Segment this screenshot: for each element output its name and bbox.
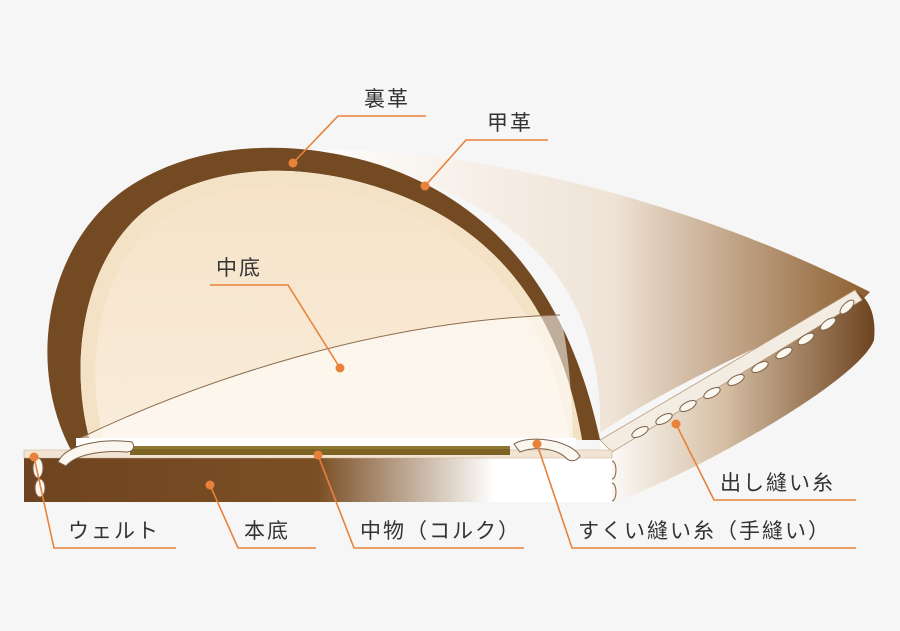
label-insole: 中底 [216,256,262,280]
leader-insole [210,284,345,373]
label-welt-stitch: 出し縫い糸 [720,471,835,495]
label-outsole: 本底 [244,519,290,543]
upper-shell [47,147,600,452]
leader-inseam [532,439,856,549]
leader-filler [313,450,524,549]
label-lining: 裏革 [364,87,410,111]
label-inseam: すくい縫い糸（手縫い） [578,519,831,543]
label-filler: 中物（コルク） [360,519,521,543]
leader-outsole [205,480,316,549]
insole [76,315,573,440]
lining [80,170,582,448]
cork-filler [130,446,510,455]
toe-sole-top [599,289,863,453]
upper-leather [300,149,870,440]
label-welt: ウェルト [68,519,160,543]
outsole [24,458,612,502]
leader-lining [288,115,426,168]
leader-welt [29,452,176,549]
leader-upper [420,139,548,191]
leader-welt-stitch [671,419,856,501]
label-upper: 甲革 [487,111,533,135]
